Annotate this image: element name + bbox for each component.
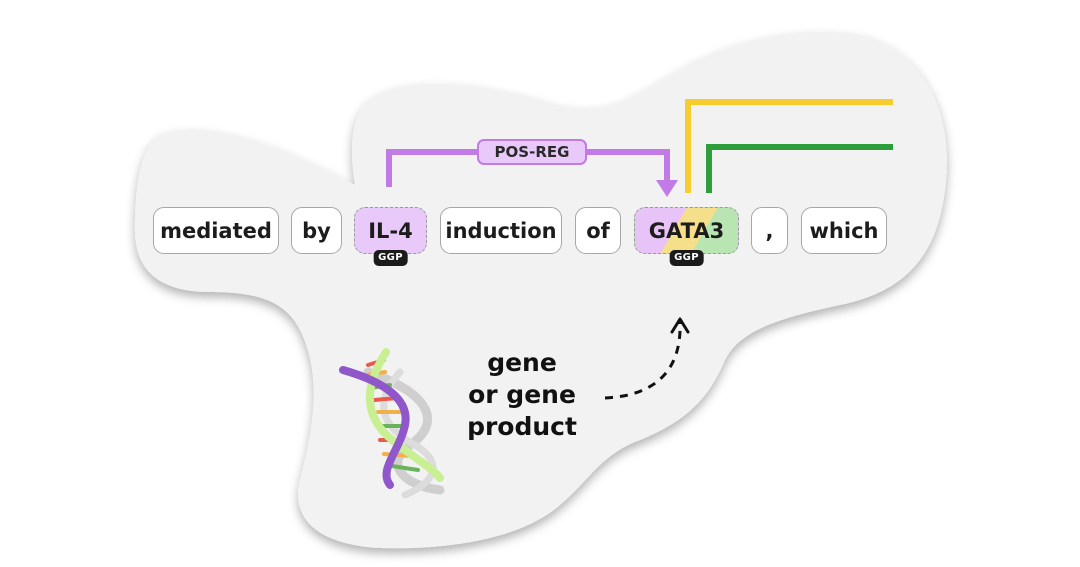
- token-text: which: [809, 218, 879, 243]
- pos-reg-arrowhead: [656, 180, 678, 197]
- background-blob: [135, 31, 947, 549]
- token-by: by: [291, 207, 342, 254]
- caption-line: or gene: [468, 380, 576, 409]
- token-text: GATA3: [648, 218, 725, 243]
- caption-pointer-arrow: [604, 321, 682, 400]
- token-text: ,: [765, 218, 774, 243]
- token-il-4: IL-4 GGP: [354, 207, 427, 266]
- token-induction: induction: [440, 207, 562, 254]
- ggp-badge: GGP: [669, 250, 704, 266]
- token-text: mediated: [160, 218, 272, 243]
- caption-line: gene: [487, 348, 557, 377]
- caption-pointer-arrowhead: [670, 317, 690, 334]
- token-text: by: [302, 218, 331, 243]
- token-text: induction: [445, 218, 557, 243]
- token-text: IL-4: [368, 218, 413, 243]
- caption-line: product: [467, 412, 577, 441]
- ggp-badge: GGP: [373, 250, 408, 266]
- yellow-edge: [685, 99, 893, 193]
- token-which: which: [801, 207, 887, 254]
- token-mediated: mediated: [153, 207, 279, 254]
- dna-icon: [339, 348, 445, 499]
- token-of: of: [575, 207, 621, 254]
- green-edge: [706, 144, 893, 193]
- token-text: of: [586, 218, 610, 243]
- entity-type-caption: gene or gene product: [440, 347, 604, 443]
- relation-label-pos-reg: POS-REG: [477, 139, 587, 165]
- token-comma: ,: [751, 207, 788, 254]
- token-gata3: GATA3 GGP: [634, 207, 739, 266]
